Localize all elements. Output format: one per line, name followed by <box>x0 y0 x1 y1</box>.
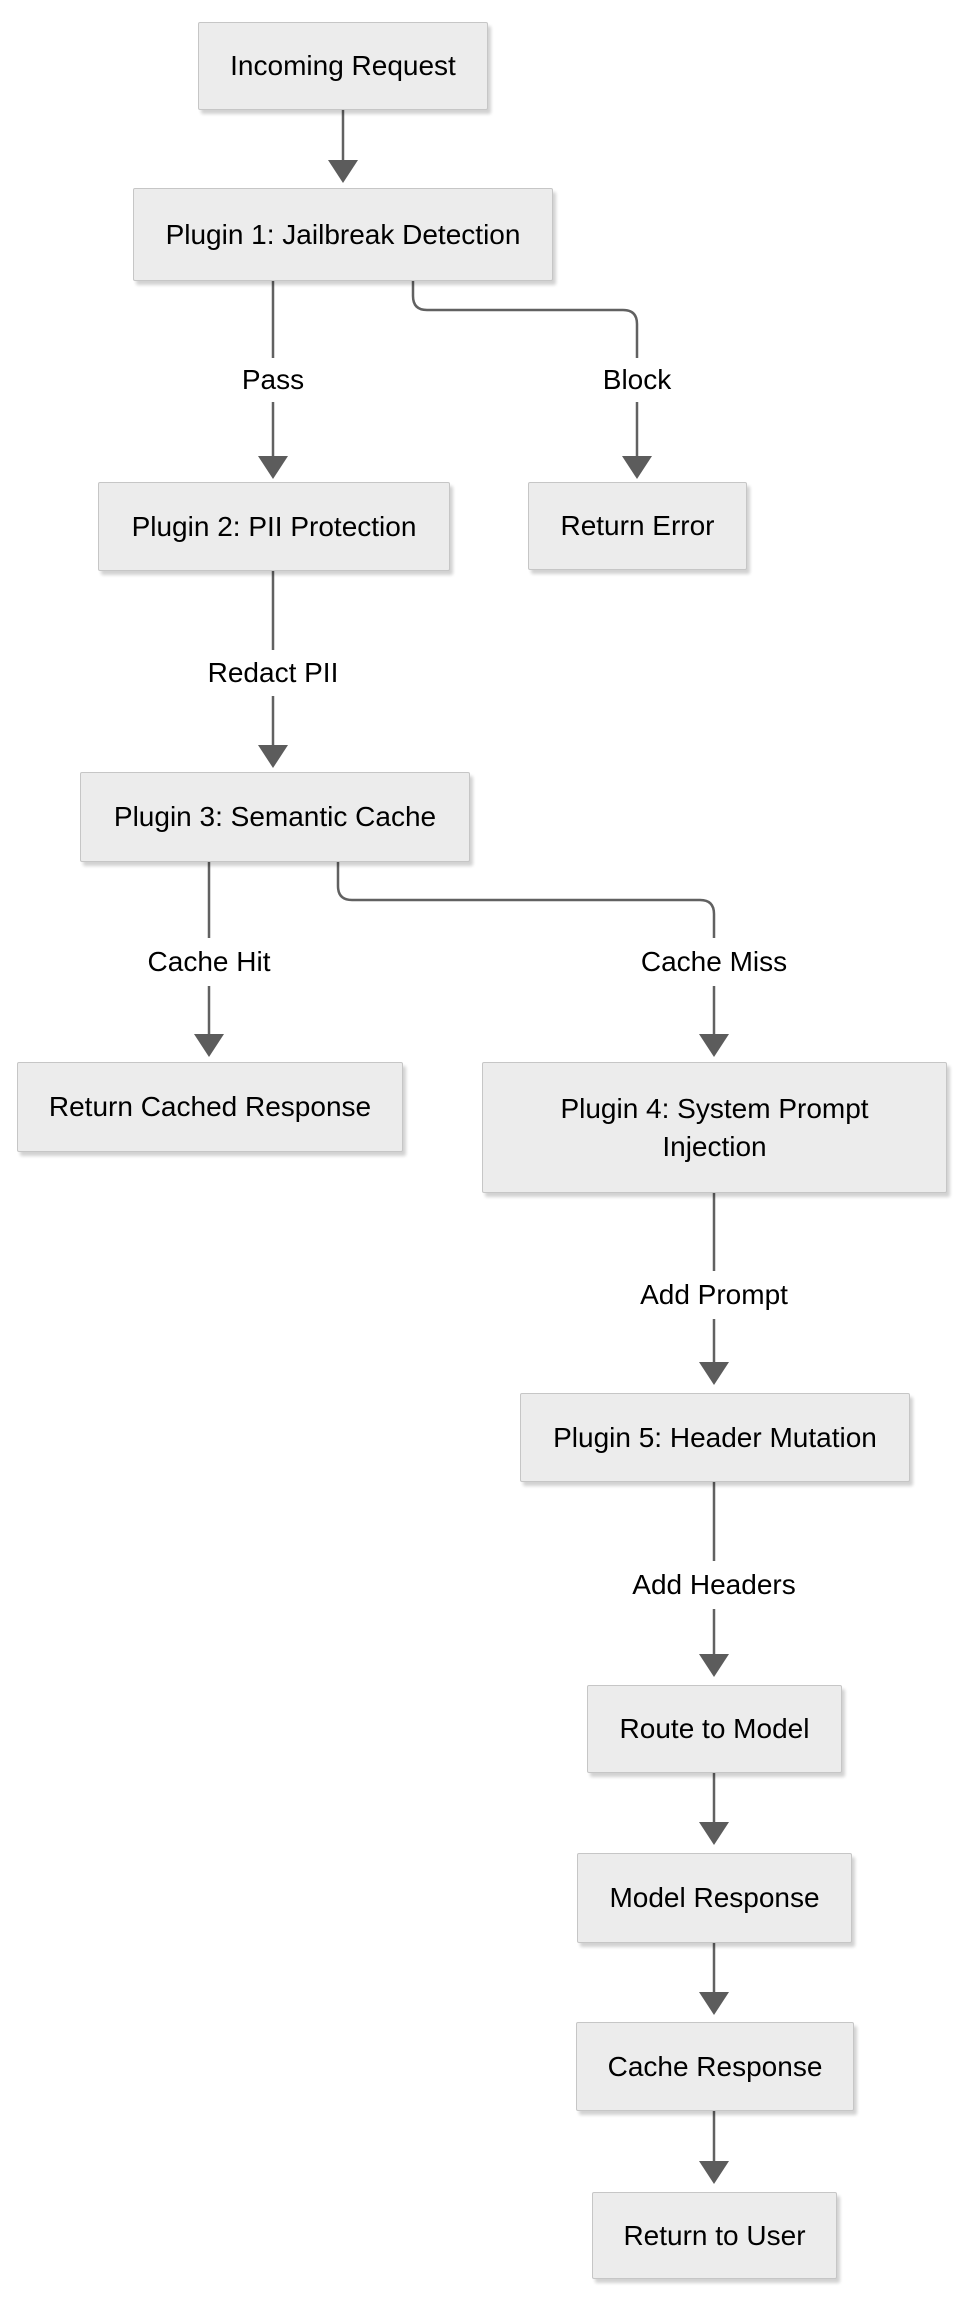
edge-label-cache-miss: Cache Miss <box>630 944 798 980</box>
edge-cache-hit-arrowhead-icon <box>194 1034 224 1057</box>
edge-label-pass: Pass <box>231 362 315 398</box>
edge-route-model-arrowhead-icon <box>699 1822 729 1845</box>
node-return-cached-response: Return Cached Response <box>17 1062 403 1152</box>
node-plugin3-semantic-cache: Plugin 3: Semantic Cache <box>80 772 470 862</box>
edge-cache-return-arrowhead-icon <box>699 2161 729 2184</box>
edge-label-add-prompt: Add Prompt <box>630 1277 798 1313</box>
node-plugin5-header-mutation: Plugin 5: Header Mutation <box>520 1393 910 1482</box>
edge-block-arrowhead-icon <box>622 456 652 479</box>
node-return-to-user: Return to User <box>592 2192 837 2279</box>
edge-label-add-headers: Add Headers <box>622 1567 806 1603</box>
node-plugin2-pii-protection: Plugin 2: PII Protection <box>98 482 450 571</box>
edge-add-prompt-arrowhead-icon <box>699 1362 729 1385</box>
edge-label-block: Block <box>592 362 682 398</box>
node-route-to-model: Route to Model <box>587 1685 842 1773</box>
edge-label-cache-hit: Cache Hit <box>137 944 281 980</box>
node-return-error: Return Error <box>528 482 747 570</box>
node-plugin1-jailbreak-detection: Plugin 1: Jailbreak Detection <box>133 188 553 281</box>
edge-block-curve <box>411 281 639 358</box>
node-cache-response: Cache Response <box>576 2022 854 2111</box>
edge-cache-miss-curve <box>336 862 716 938</box>
edge-incoming-plugin1-arrowhead-icon <box>328 160 358 183</box>
edge-model-cache-arrowhead-icon <box>699 1992 729 2015</box>
node-model-response: Model Response <box>577 1853 852 1943</box>
edge-add-headers-arrowhead-icon <box>699 1654 729 1677</box>
node-incoming-request: Incoming Request <box>198 22 488 110</box>
node-plugin4-system-prompt-injection: Plugin 4: System Prompt Injection <box>482 1062 947 1193</box>
edge-label-redact-pii: Redact PII <box>197 655 349 691</box>
edge-pass-arrowhead-icon <box>258 456 288 479</box>
edge-redact-arrowhead-icon <box>258 745 288 768</box>
edge-cache-miss-arrowhead-icon <box>699 1034 729 1057</box>
